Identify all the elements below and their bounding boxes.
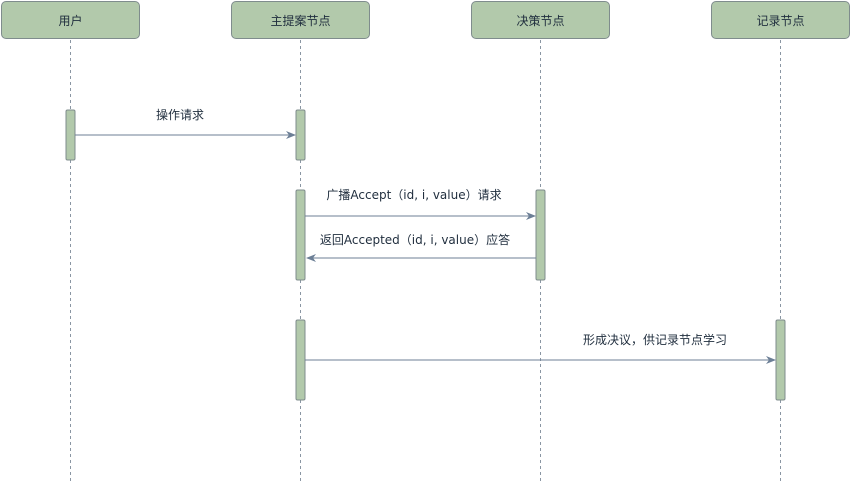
participant-user: 用户 xyxy=(1,1,140,39)
participant-recorder-label: 记录节点 xyxy=(756,13,805,28)
participant-user-label: 用户 xyxy=(58,13,83,28)
participant-decision-label: 决策节点 xyxy=(516,13,565,28)
message-label-broadcast-accept: 广播Accept（id, i, value）请求 xyxy=(326,188,502,202)
activation-decision-1 xyxy=(535,189,546,281)
message-label-operation-request: 操作请求 xyxy=(155,108,205,122)
participant-decision: 决策节点 xyxy=(471,1,610,39)
activation-proposer-3 xyxy=(295,319,306,401)
participant-recorder: 记录节点 xyxy=(711,1,850,39)
activation-recorder-1 xyxy=(775,319,786,401)
activation-user-1 xyxy=(65,109,76,161)
participant-proposer-label: 主提案节点 xyxy=(270,13,331,28)
activation-proposer-1 xyxy=(295,109,306,161)
activation-proposer-2 xyxy=(295,189,306,281)
message-label-return-accepted: 返回Accepted（id, i, value）应答 xyxy=(319,233,511,247)
message-label-form-resolution: 形成决议，供记录节点学习 xyxy=(582,333,728,347)
participant-proposer: 主提案节点 xyxy=(231,1,370,39)
